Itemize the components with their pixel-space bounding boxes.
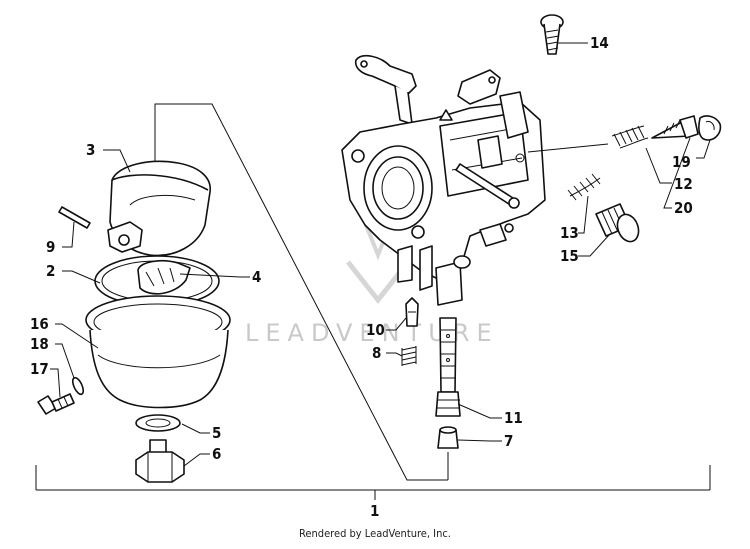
callout-11: 11 bbox=[504, 409, 523, 427]
callout-16: 16 bbox=[30, 315, 49, 333]
main-jet bbox=[437, 426, 459, 449]
callout-18: 18 bbox=[30, 335, 49, 353]
screw-washer bbox=[71, 376, 85, 396]
callout-17: 17 bbox=[30, 360, 49, 378]
callout-14: 14 bbox=[590, 34, 609, 52]
pilot-spring bbox=[611, 125, 649, 149]
callout-6: 6 bbox=[212, 445, 221, 463]
callout-9: 9 bbox=[46, 238, 55, 256]
footer-credit: Rendered by LeadVenture, Inc. bbox=[299, 527, 451, 540]
explode-guide-lines bbox=[154, 103, 449, 481]
callout-19: 19 bbox=[672, 153, 691, 171]
bowl-screw bbox=[37, 393, 75, 415]
top-screw bbox=[540, 14, 564, 55]
callout-12: 12 bbox=[674, 175, 693, 193]
idle-screw bbox=[595, 203, 640, 243]
emulsion-tube bbox=[435, 317, 461, 417]
drain-plug bbox=[135, 439, 185, 483]
callout-5: 5 bbox=[212, 424, 221, 442]
assembly-bracket bbox=[35, 465, 711, 500]
callout-7: 7 bbox=[504, 432, 513, 450]
callout-labels: 3 9 2 4 16 18 17 5 6 14 19 12 20 13 15 1… bbox=[30, 34, 693, 520]
float bbox=[107, 160, 211, 257]
callout-3: 3 bbox=[86, 141, 95, 159]
callout-2: 2 bbox=[46, 262, 55, 280]
leader-lines bbox=[50, 42, 711, 467]
callout-8: 8 bbox=[372, 344, 381, 362]
mixture-screw bbox=[651, 115, 699, 139]
callout-13: 13 bbox=[560, 224, 579, 242]
callout-20: 20 bbox=[674, 199, 693, 217]
callout-4: 4 bbox=[252, 268, 261, 286]
needle-valve bbox=[405, 297, 419, 327]
adjuster-cap bbox=[698, 115, 722, 141]
float-bowl bbox=[85, 295, 231, 409]
float-pin bbox=[58, 206, 91, 229]
idle-spring bbox=[567, 173, 601, 201]
callout-1: 1 bbox=[370, 502, 379, 520]
needle-spring bbox=[401, 346, 417, 366]
callout-10: 10 bbox=[366, 321, 385, 339]
callout-15: 15 bbox=[560, 247, 579, 265]
drain-washer bbox=[135, 414, 181, 432]
carburetor-body bbox=[341, 54, 546, 306]
